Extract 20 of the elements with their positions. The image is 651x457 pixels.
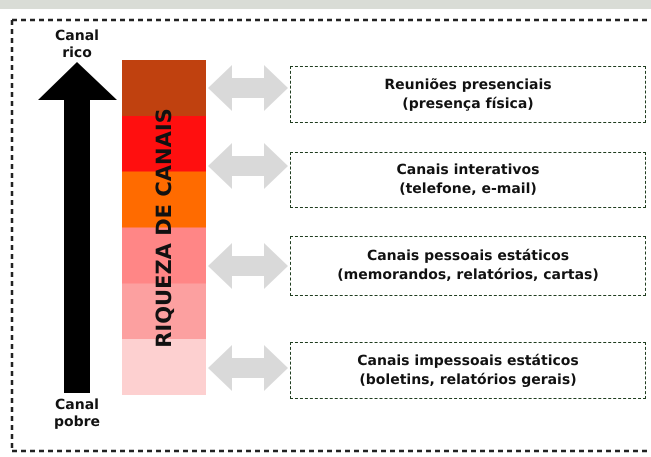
channel-title: Canais interativos bbox=[396, 161, 540, 180]
channel-box bbox=[290, 236, 646, 296]
axis-end-label: Canal rico bbox=[54, 28, 100, 62]
axis-end-label: Canal pobre bbox=[52, 397, 102, 431]
channel-examples: (presença física) bbox=[402, 94, 534, 114]
channel-title: Reuniões presenciais bbox=[384, 76, 552, 94]
channel-examples: (telefone, e-mail) bbox=[399, 180, 537, 199]
double-arrow bbox=[208, 345, 288, 391]
channel-box bbox=[290, 342, 646, 399]
double-arrow bbox=[208, 143, 288, 189]
double-arrow bbox=[208, 65, 288, 111]
color-gradient-bar bbox=[122, 60, 206, 395]
double-arrow bbox=[208, 243, 288, 289]
vertical-title: RIQUEZA DE CANAIS bbox=[152, 108, 176, 348]
channel-box bbox=[290, 66, 646, 123]
channel-title: Canais impessoais estáticos bbox=[357, 352, 579, 370]
channel-box bbox=[290, 152, 646, 208]
channel-examples: (memorandos, relatórios, cartas) bbox=[337, 266, 599, 285]
channel-examples: (boletins, relatórios gerais) bbox=[359, 370, 577, 390]
channel-title: Canais pessoais estáticos bbox=[366, 247, 570, 266]
